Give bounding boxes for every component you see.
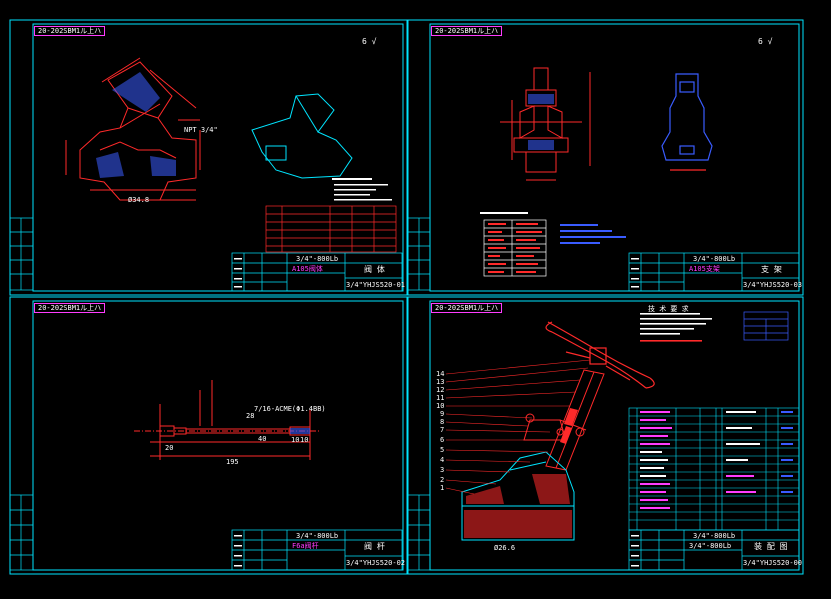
assembly-dim-height: Ø26.6 [494, 544, 516, 552]
title-block-02-part: 阀 杆 [364, 542, 385, 551]
body-bottom-dim: Ø34.8 [128, 196, 150, 204]
sheet-01-tag: 20-202SBM1ル上ハ [34, 26, 106, 36]
leader-number: 14 [436, 370, 445, 378]
leader-number: 9 [440, 410, 445, 418]
yoke-side-view [661, 73, 713, 171]
margin-table-00 [407, 494, 431, 571]
leader-number: 5 [440, 446, 445, 454]
sheet-02-tag: 20-202SBM1ル上ハ [34, 303, 106, 313]
title-block-00-material: 3/4"-800Lb [689, 542, 732, 550]
valve-stem [134, 380, 320, 460]
yoke-spec-table [483, 219, 547, 277]
title-block-01-part: 阀 体 [364, 265, 385, 274]
assembly-parts-list [628, 407, 800, 531]
margin-table-03 [407, 217, 431, 291]
parts-list-fill [640, 411, 793, 509]
stem-dim-4: 10 [300, 436, 309, 444]
yoke-table-fill [488, 223, 542, 273]
title-block-03-spec: 3/4"-800Lb [693, 255, 736, 263]
title-block-01-material: A105阀体 [292, 265, 323, 273]
sheet-frame-01 [9, 19, 408, 296]
title-block-03-drawing-no: 3/4"YHJS520-03 [743, 281, 803, 289]
sheet-03-tag: 20-202SBM1ル上ハ [431, 26, 503, 36]
title-block-03-material: A105支架 [689, 265, 720, 273]
assembly-body-hatch [464, 474, 572, 538]
title-block-03-part: 支 架 [761, 265, 782, 274]
leader-number: 13 [436, 378, 445, 386]
sheet-03-roughness: 6 √ [758, 37, 773, 46]
title-block-02 [231, 529, 403, 571]
stem-dim-1: 20 [165, 444, 174, 452]
valve-body-hatch [96, 72, 176, 178]
title-block-00-part: 装 配 图 [754, 542, 788, 551]
assembly-notes [640, 313, 712, 342]
assembly-leader-lines [445, 359, 591, 495]
assembly-handwheel [545, 321, 655, 389]
yoke-notes [480, 212, 626, 244]
stem-dim-2: 40 [258, 435, 267, 443]
yoke-front-view [500, 67, 591, 181]
body-notes [332, 178, 392, 201]
yoke-front-hatch [528, 94, 554, 150]
leader-number: 6 [440, 436, 445, 444]
assembly-packing-hatch [560, 408, 578, 444]
leader-number: 11 [436, 394, 445, 402]
leader-number: 1 [440, 484, 445, 492]
stem-dim-3: 10 [291, 436, 300, 444]
stem-length-dim: 195 [226, 458, 239, 466]
leader-number: 2 [440, 476, 445, 484]
title-block-02-spec: 3/4"-800Lb [296, 532, 339, 540]
title-block-00-spec: 3/4"-800Lb [693, 532, 736, 540]
stem-thread-label: 7/16-ACME(Φ1.4BB) [254, 405, 326, 413]
leader-number: 4 [440, 456, 445, 464]
stem-dim-5: 28 [246, 412, 255, 420]
valve-body-section [65, 57, 201, 201]
title-block-03 [628, 252, 800, 292]
leader-number: 8 [440, 418, 445, 426]
assembly-perf-table [743, 311, 789, 341]
assembly-body [461, 451, 575, 541]
title-block-02-material: F6a阀杆 [292, 542, 319, 550]
title-block-02-drawing-no: 3/4"YHJS520-02 [346, 559, 406, 567]
body-spec-table [265, 205, 397, 253]
stem-thread-hatch [290, 428, 310, 434]
valve-body-isometric [251, 93, 353, 179]
sheet-frame-02 [9, 296, 408, 575]
leader-number: 3 [440, 466, 445, 474]
body-thread-label: NPT 3/4" [184, 126, 218, 134]
title-block-01 [231, 252, 403, 292]
leader-number: 12 [436, 386, 445, 394]
sheet-frame-03 [407, 19, 804, 296]
margin-table-01 [9, 217, 34, 291]
margin-table-02 [9, 494, 34, 571]
title-block-01-spec: 3/4"-800Lb [296, 255, 339, 263]
title-block-01-drawing-no: 3/4"YHJS520-01 [346, 281, 406, 289]
leader-number: 10 [436, 402, 445, 410]
sheet-00-tag: 20-202SBM1ル上ハ [431, 303, 503, 313]
assembly-notes-title: 技 术 要 求 [648, 305, 689, 313]
title-block-marks [234, 258, 639, 567]
title-block-00-drawing-no: 3/4"YHJS520-00 [743, 559, 803, 567]
leader-number: 7 [440, 426, 445, 434]
sheet-01-roughness: 6 √ [362, 37, 377, 46]
